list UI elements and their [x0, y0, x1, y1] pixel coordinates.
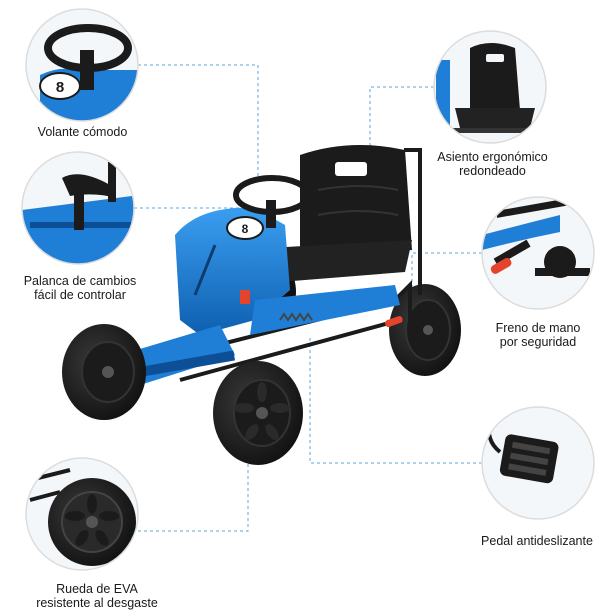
- feature-label-brake: Freno de mano por seguridad: [478, 321, 598, 349]
- steering-wheel-icon: 8: [25, 8, 139, 122]
- front-right-wheel: [213, 361, 303, 465]
- guide-line-wheel: [138, 445, 249, 532]
- eva-wheel-icon: [25, 457, 139, 571]
- feature-label-brake-line-1: Freno de mano: [495, 321, 581, 335]
- kart-badge-number: 8: [242, 222, 249, 236]
- feature-label-gear-line-1: Palanca de cambios: [23, 274, 137, 288]
- seat-icon: [433, 30, 547, 144]
- feature-label-wheel-line-1: Rueda de EVA: [56, 582, 138, 596]
- pedal-icon: [481, 406, 595, 520]
- guide-line-seat: [369, 86, 434, 148]
- feature-label-seat: Asiento ergonómico redondeado: [430, 150, 555, 178]
- guide-line-steering: [138, 64, 259, 180]
- kart-number-badge: 8: [226, 216, 264, 240]
- feature-label-seat-line-2: redondeado: [459, 164, 526, 178]
- rear-right-wheel: [389, 284, 461, 376]
- feature-label-pedal: Pedal antideslizante: [466, 534, 608, 548]
- feature-label-steering-line-1: Volante cómodo: [37, 125, 128, 139]
- feature-label-wheel: Rueda de EVA resistente al desgaste: [22, 582, 172, 610]
- feature-label-wheel-line-2: resistente al desgaste: [36, 596, 158, 610]
- front-left-wheel: [62, 324, 146, 420]
- steering-badge-number: 8: [56, 79, 64, 96]
- gear-lever-icon: [21, 151, 135, 265]
- feature-label-brake-line-2: por seguridad: [499, 335, 577, 349]
- kart-body: [120, 207, 403, 385]
- feature-label-pedal-line-1: Pedal antideslizante: [481, 534, 593, 548]
- kart-steering-wheel: [233, 175, 311, 228]
- feature-label-gear-line-2: fácil de controlar: [34, 288, 126, 302]
- go-kart: 8: [62, 145, 461, 465]
- feature-label-seat-line-1: Asiento ergonómico: [437, 150, 548, 164]
- kart-seat: [268, 145, 422, 295]
- feature-label-gear: Palanca de cambios fácil de controlar: [10, 274, 150, 302]
- feature-label-steering: Volante cómodo: [20, 125, 145, 139]
- handbrake-icon: [481, 196, 595, 310]
